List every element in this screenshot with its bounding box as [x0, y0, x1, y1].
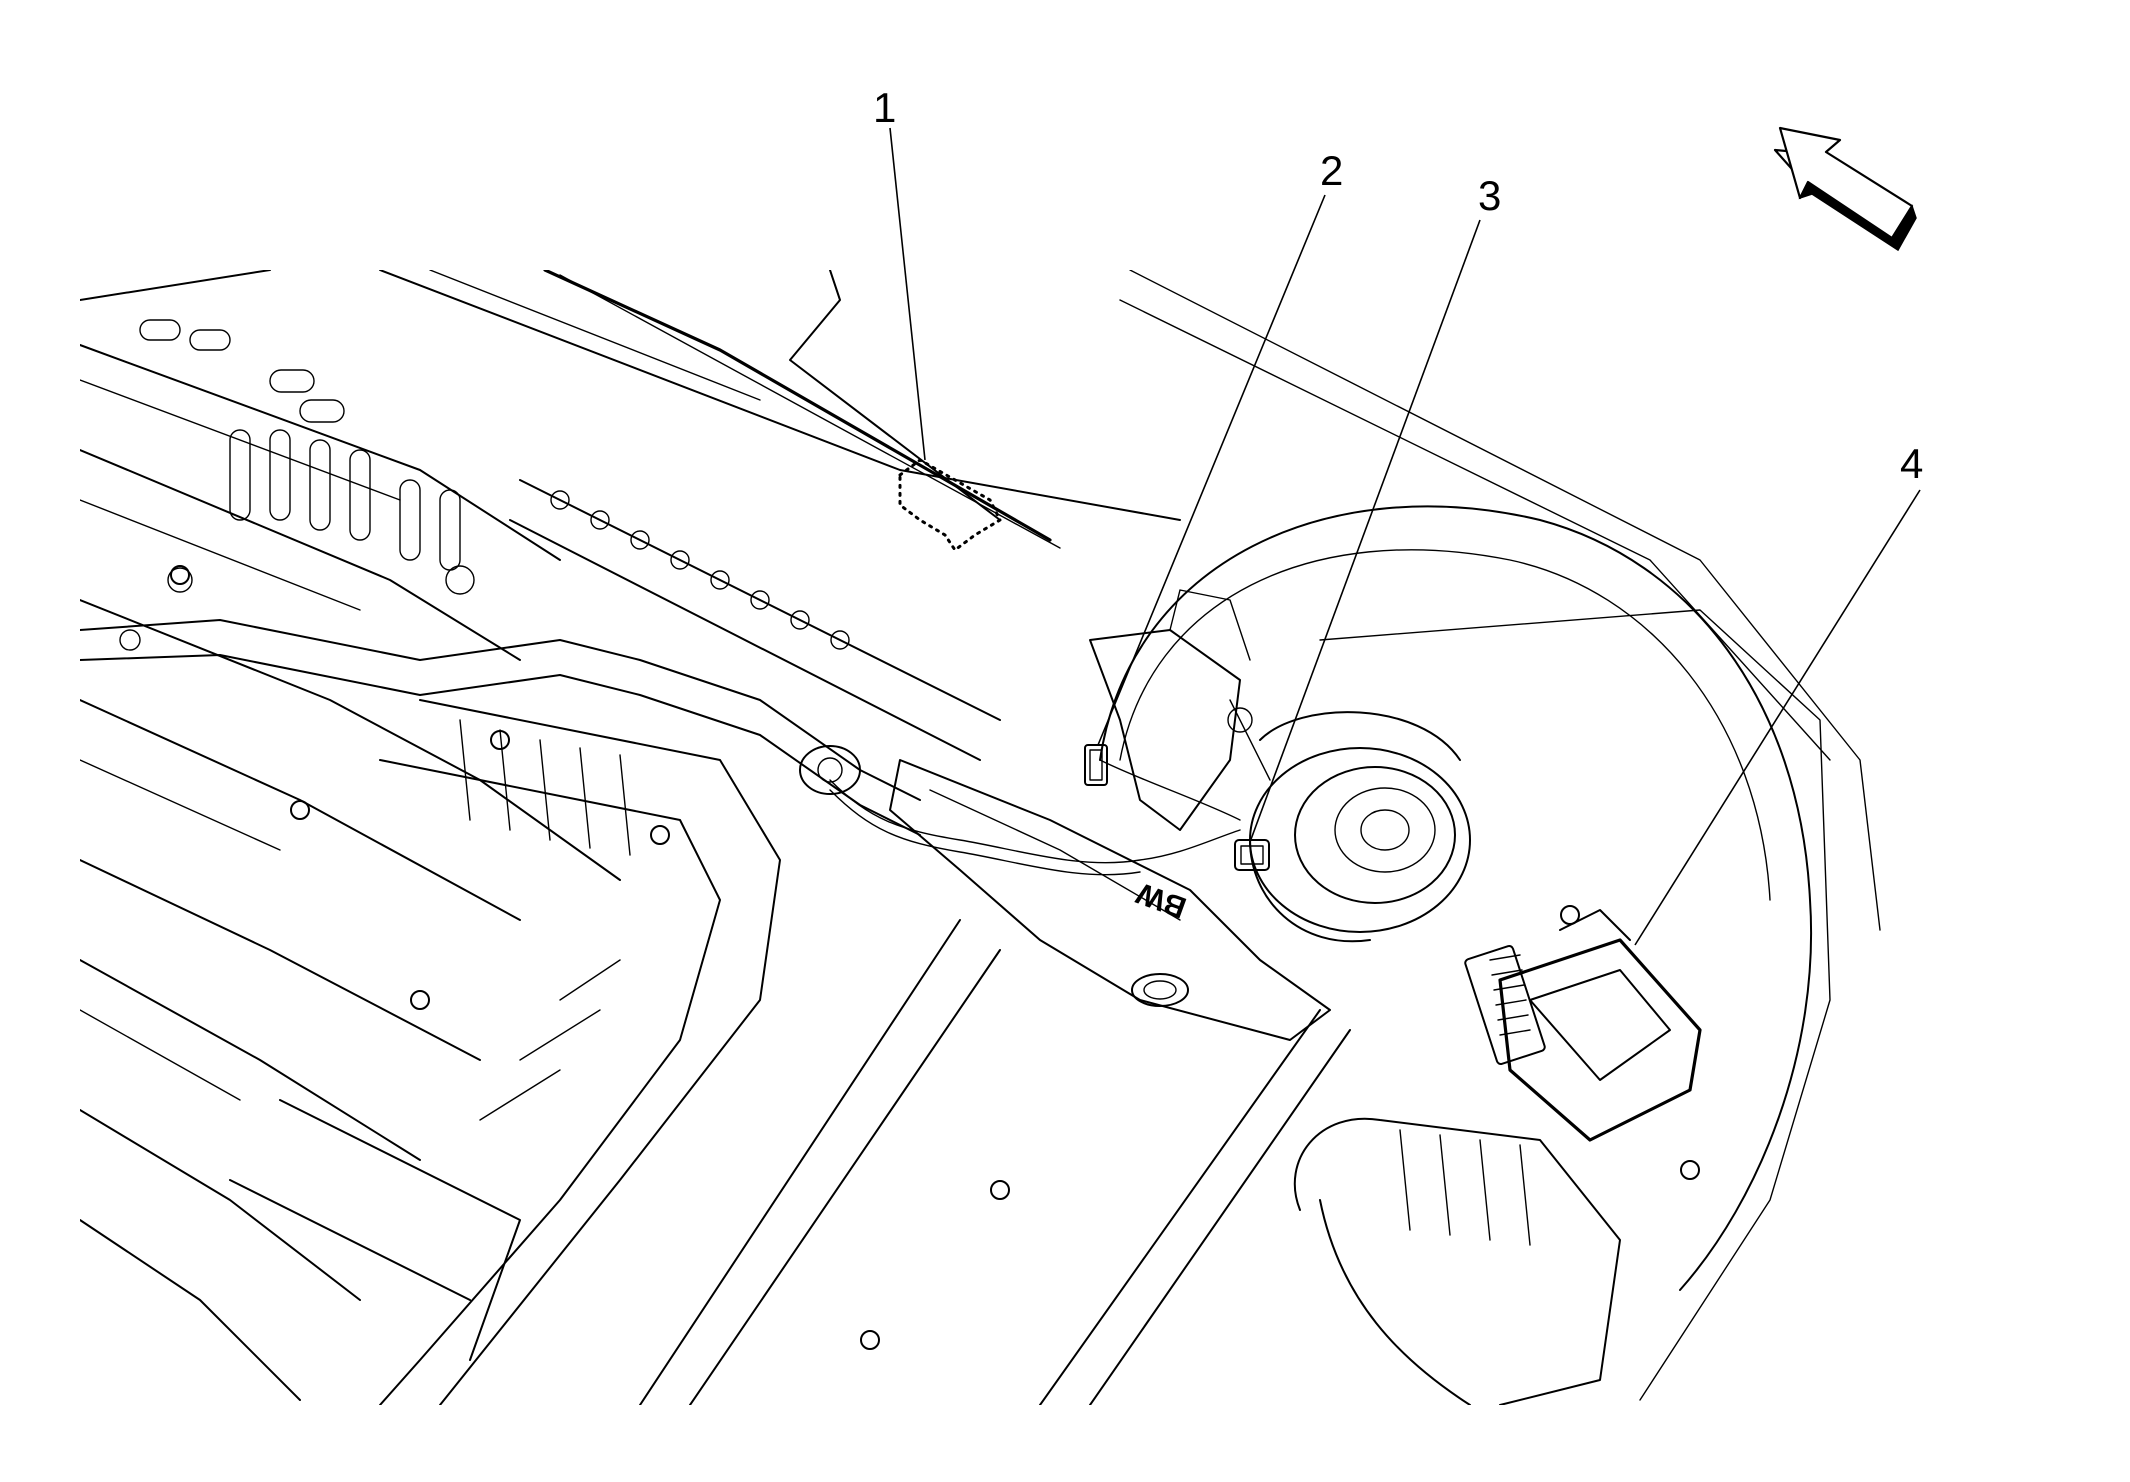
leader-line-1	[889, 127, 926, 461]
rear-muffler	[1293, 1117, 1621, 1405]
exhaust-pipe-upper	[80, 619, 921, 836]
tunnel-crossmember	[639, 919, 1351, 1405]
leader-line-3	[1249, 219, 1481, 843]
callout-1: 1	[873, 84, 896, 131]
wheel-hub-assembly	[1227, 699, 1471, 943]
fasteners	[170, 565, 1700, 1350]
rear-control-arm	[799, 745, 1331, 1041]
wheel-speed-sensor-connector	[1084, 744, 1108, 786]
frame-rail	[509, 479, 1001, 761]
electronic-module	[1464, 909, 1702, 1142]
vehicle-underbody-illustration	[80, 270, 1881, 1405]
bw-marking: BW	[1132, 876, 1191, 924]
leader-line-4	[1634, 489, 1921, 946]
wiring-harness	[829, 759, 1241, 876]
wheel-speed-sensor	[1234, 839, 1270, 871]
callout-3: 3	[1478, 172, 1501, 219]
steering-knuckle	[1089, 589, 1251, 831]
floor-panel	[80, 319, 621, 1401]
wheel-well	[1099, 505, 1812, 1291]
callout-leaders	[889, 127, 1921, 946]
callout-4: 4	[1900, 440, 1923, 487]
callout-2: 2	[1320, 147, 1343, 194]
body-outline	[80, 270, 1881, 1401]
hidden-component-outline	[898, 458, 1002, 553]
leader-line-2	[1097, 194, 1326, 746]
forward-arrow-icon	[1773, 126, 1917, 252]
callout-labels: 1 2 3 4	[873, 84, 1923, 487]
exhaust-heat-shield	[229, 699, 781, 1405]
